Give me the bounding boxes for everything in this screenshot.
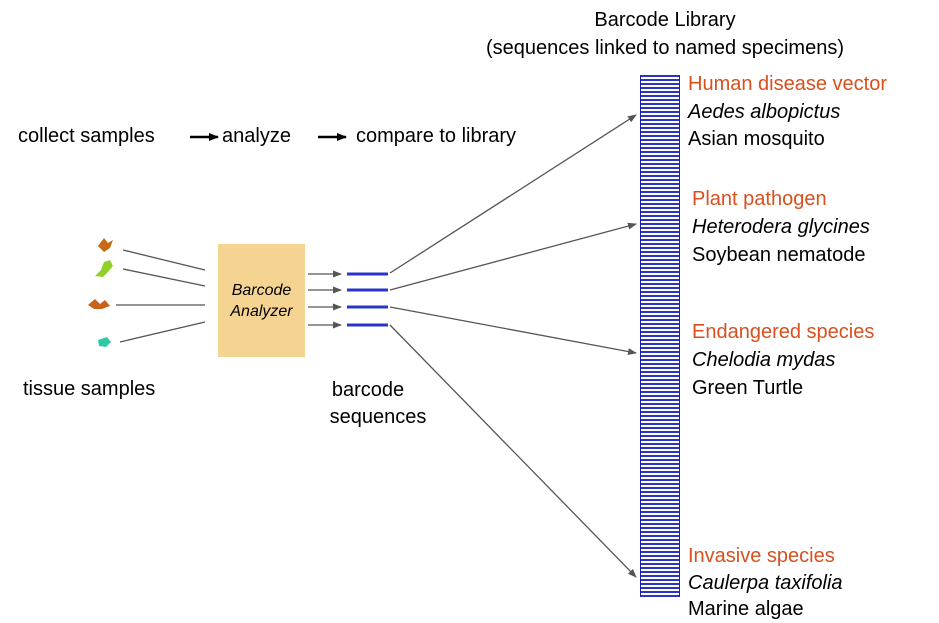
workflow-step-collect: collect samples [18,125,155,147]
sample-line-4 [119,321,206,343]
entry-category: Invasive species [688,545,835,567]
entry-common-name: Green Turtle [692,377,804,399]
tissue-sample-2 [95,260,113,277]
entry-category: Plant pathogen [692,188,827,210]
entry-scientific-name: Chelodia mydas [692,349,836,371]
entry-scientific-name: Caulerpa taxifolia [688,572,843,594]
library-title: Barcode Library [594,9,736,31]
entry-common-name: Asian mosquito [688,128,825,150]
workflow-step-compare: compare to library [356,125,517,147]
entry-common-name: Marine algae [688,598,804,620]
barcode-analyzer-box: Barcode Analyzer [218,244,305,357]
library-arrow-2 [389,222,637,291]
sample-line-1 [122,249,206,271]
entry-scientific-name: Aedes albopictus [688,101,841,123]
barcode-label-line2: sequences [329,406,427,428]
barcode-library-bar [640,75,680,597]
library-arrow-4 [389,324,637,578]
library-subtitle: (sequences linked to named specimens) [486,37,844,59]
barcode-label-line1: barcode [331,379,405,401]
workflow-step-analyze: analyze [222,125,291,147]
analyzer-label-line2: Analyzer [230,302,293,320]
analyzer-label-line1: Barcode [231,281,292,299]
sample-line-2 [122,268,206,287]
library-arrow-3 [389,306,637,355]
entry-category: Human disease vector [688,73,887,95]
tissue-samples-label: tissue samples [23,378,156,400]
tissue-sample-3 [88,299,110,309]
entry-common-name: Soybean nematode [692,244,866,266]
library-arrow-1 [389,114,637,274]
tissue-sample-1 [98,238,113,252]
entry-scientific-name: Heterodera glycines [692,216,870,238]
tissue-sample-4 [98,337,111,347]
entry-category: Endangered species [692,321,875,343]
